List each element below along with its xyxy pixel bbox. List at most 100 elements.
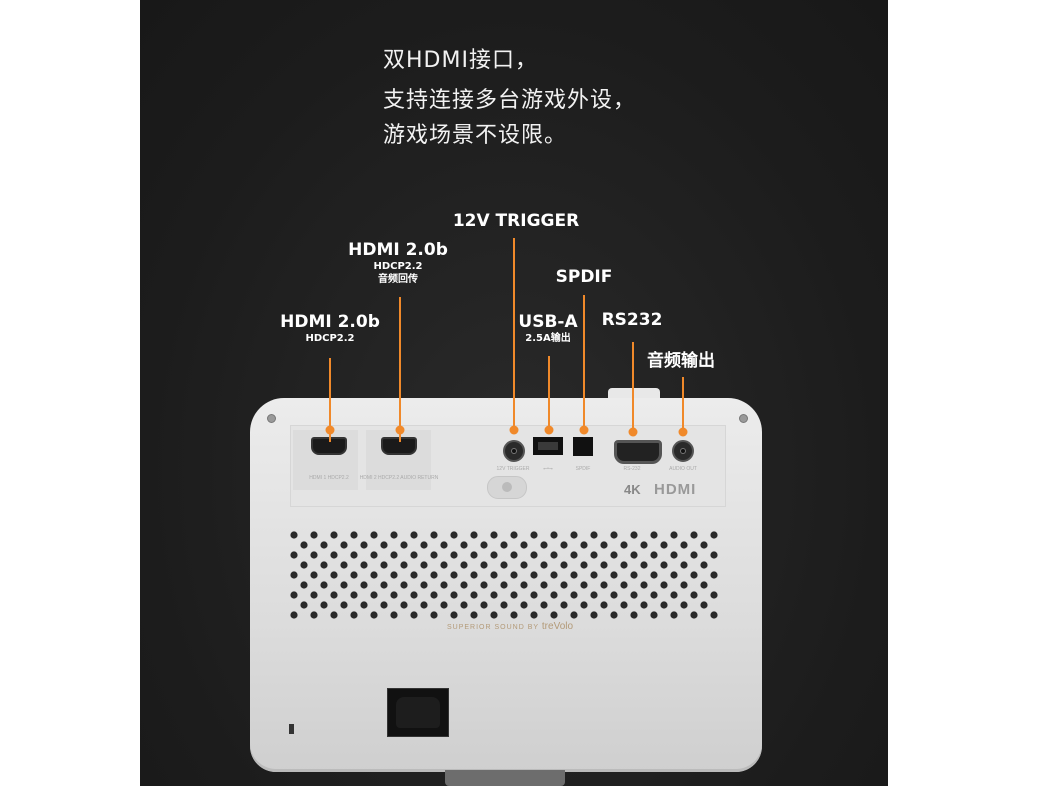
callout-line xyxy=(329,358,331,442)
vent-hole xyxy=(360,581,368,589)
vent-hole xyxy=(630,591,638,599)
vent-hole xyxy=(350,591,358,599)
vent-hole xyxy=(580,541,588,549)
callout-title: 12V TRIGGER xyxy=(452,211,580,231)
vent-hole xyxy=(710,611,718,619)
vent-hole xyxy=(690,531,698,539)
vent-hole xyxy=(400,581,408,589)
vent-hole xyxy=(560,561,568,569)
brand-tagline: SUPERIOR SOUND BY xyxy=(447,624,539,631)
vent-hole xyxy=(710,531,718,539)
vent-hole xyxy=(500,601,508,609)
vent-hole xyxy=(450,531,458,539)
callout-trigger: 12V TRIGGER xyxy=(453,211,579,231)
vent-hole xyxy=(700,561,708,569)
projector-foot xyxy=(445,770,565,786)
power-inlet xyxy=(387,688,449,737)
vent-hole xyxy=(660,561,668,569)
vent-hole xyxy=(430,611,438,619)
vent-hole xyxy=(670,571,678,579)
vent-hole xyxy=(480,561,488,569)
vent-hole xyxy=(520,601,528,609)
vent-hole xyxy=(550,571,558,579)
vent-hole xyxy=(680,561,688,569)
vent-hole xyxy=(630,551,638,559)
kensington-lock-icon xyxy=(289,724,294,734)
vent-hole xyxy=(630,571,638,579)
vent-hole xyxy=(480,601,488,609)
vent-hole xyxy=(620,541,628,549)
vent-hole xyxy=(690,551,698,559)
vent-hole xyxy=(550,551,558,559)
hdmi2-port-label: HDMI 2 HDCP2.2 AUDIO RETURN xyxy=(359,475,439,481)
vent-hole xyxy=(590,531,598,539)
vent-hole xyxy=(550,611,558,619)
vent-hole xyxy=(570,591,578,599)
vent-hole xyxy=(370,611,378,619)
screw-icon xyxy=(267,414,276,423)
vent-hole xyxy=(370,551,378,559)
callout-sub: 音频回传 xyxy=(377,274,418,285)
vent-hole xyxy=(370,571,378,579)
vent-hole xyxy=(600,601,608,609)
vent-hole xyxy=(450,551,458,559)
vent-hole xyxy=(690,591,698,599)
headline-line-3: 游戏场景不设限。 xyxy=(383,123,568,148)
vent-hole xyxy=(680,601,688,609)
vent-hole xyxy=(560,601,568,609)
vent-hole xyxy=(570,551,578,559)
vent-hole xyxy=(450,571,458,579)
vent-hole xyxy=(520,561,528,569)
vent-hole xyxy=(500,561,508,569)
callout-dot xyxy=(678,427,688,437)
vent-hole xyxy=(390,571,398,579)
callout-title: RS232 xyxy=(601,310,663,330)
callout-title: SPDIF xyxy=(555,267,613,287)
vent-hole xyxy=(350,571,358,579)
vent-hole xyxy=(510,611,518,619)
vent-hole xyxy=(340,601,348,609)
vent-hole xyxy=(300,541,308,549)
vent-hole xyxy=(480,541,488,549)
vent-hole xyxy=(470,571,478,579)
headline-line-1: 双HDMI接口， xyxy=(383,48,538,73)
vent-hole xyxy=(440,541,448,549)
vent-hole xyxy=(470,531,478,539)
vent-hole xyxy=(540,601,548,609)
vent-hole xyxy=(590,571,598,579)
vent-hole xyxy=(580,601,588,609)
callout-title: USB-A xyxy=(518,312,578,332)
vent-hole xyxy=(690,611,698,619)
callout-sub: HDCP2.2 xyxy=(305,333,355,344)
spdif-port-label: SPDIF xyxy=(575,466,591,472)
callout-spdif: SPDIF xyxy=(556,267,613,287)
vent-hole xyxy=(390,591,398,599)
vent-hole xyxy=(650,551,658,559)
vent-hole xyxy=(350,551,358,559)
vent-hole xyxy=(530,531,538,539)
vent-hole xyxy=(600,581,608,589)
vent-hole xyxy=(580,561,588,569)
vent-hole xyxy=(440,581,448,589)
vent-hole xyxy=(540,561,548,569)
callout-line xyxy=(399,297,401,442)
vent-hole xyxy=(500,581,508,589)
vent-hole xyxy=(300,561,308,569)
vent-hole xyxy=(360,601,368,609)
vent-hole xyxy=(320,581,328,589)
vent-hole xyxy=(290,591,298,599)
vent-hole xyxy=(400,541,408,549)
callout-line xyxy=(632,342,634,432)
spdif-port xyxy=(573,437,593,456)
callout-sub: HDCP2.2 xyxy=(373,261,423,272)
vent-hole xyxy=(450,611,458,619)
vent-hole xyxy=(370,591,378,599)
vent-hole xyxy=(310,611,318,619)
callout-title: 音频输出 xyxy=(647,351,715,371)
vent-hole xyxy=(290,571,298,579)
vent-hole xyxy=(380,541,388,549)
vent-hole xyxy=(320,601,328,609)
4k-logo: 4K xyxy=(624,482,641,497)
trigger-jack xyxy=(503,440,525,462)
vent-hole xyxy=(620,581,628,589)
